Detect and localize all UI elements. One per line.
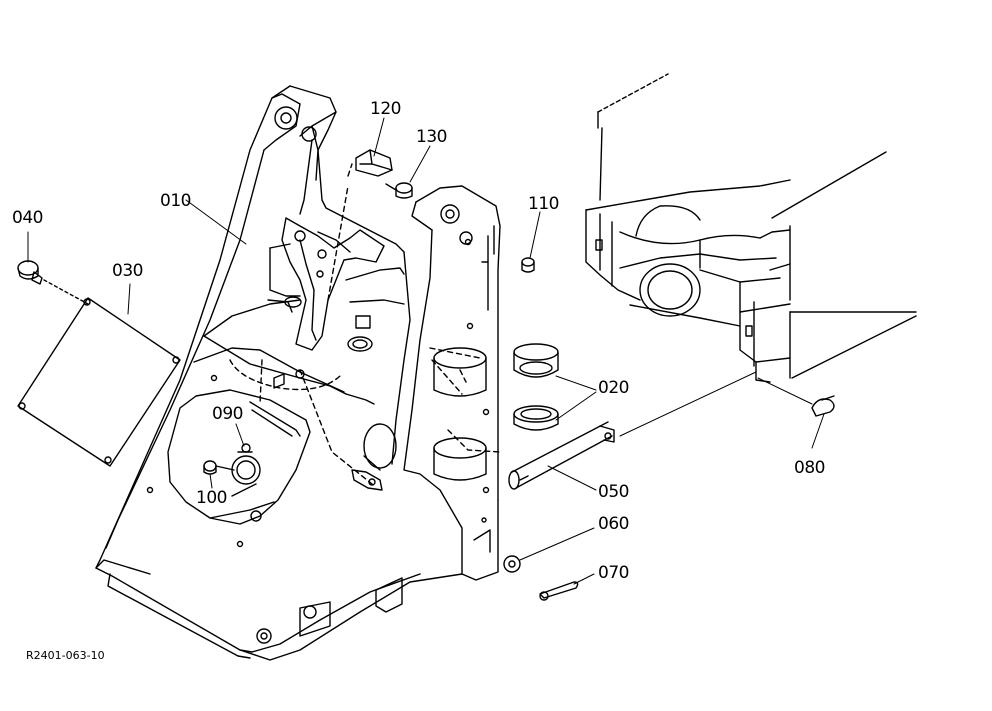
- bolt-040: [18, 261, 88, 304]
- cover-plate-030: [18, 298, 180, 466]
- plug-090: [232, 444, 260, 484]
- callout-090: 090: [212, 404, 243, 424]
- snap-pin-080: [812, 396, 834, 416]
- bracket-120: [356, 150, 392, 176]
- callout-120: 120: [370, 99, 401, 119]
- callout-080: 080: [794, 458, 825, 478]
- callout-030: 030: [112, 261, 143, 281]
- clip-070: [540, 582, 578, 600]
- callout-130: 130: [416, 127, 447, 147]
- drawing-code: R2401-063-10: [26, 649, 105, 662]
- callout-020: 020: [598, 378, 629, 398]
- bushes-020: [514, 344, 558, 430]
- washer-060: [504, 556, 520, 572]
- bolt-100: [204, 461, 234, 474]
- pin-050: [509, 422, 614, 489]
- machine-body-outline: [586, 74, 916, 382]
- callout-100: 100: [196, 488, 227, 508]
- callout-050: 050: [598, 482, 629, 502]
- bolt-130: [386, 183, 412, 198]
- main-frame-010: [96, 86, 500, 660]
- callout-070: 070: [598, 563, 629, 583]
- callout-110: 110: [528, 194, 559, 214]
- callout-010: 010: [160, 191, 191, 211]
- callout-040: 040: [12, 208, 43, 228]
- callout-060: 060: [598, 514, 629, 534]
- grease-fitting-110: [522, 258, 534, 272]
- leader-lines: [28, 118, 824, 584]
